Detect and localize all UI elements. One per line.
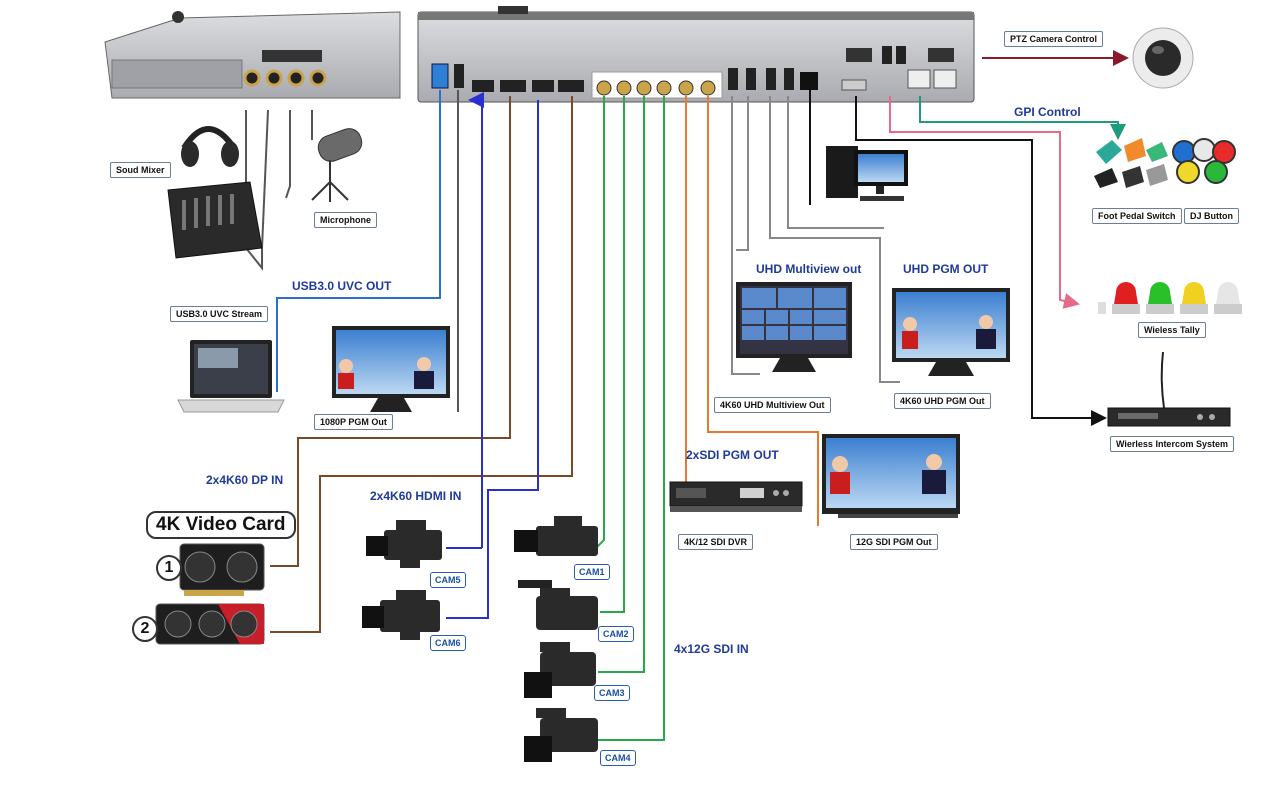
label-foot-pedal: Foot Pedal Switch	[1092, 208, 1182, 224]
usb-cable	[276, 90, 441, 392]
multiview-cable	[731, 96, 760, 375]
label-cam2: CAM2	[598, 626, 634, 642]
camera-5	[366, 520, 442, 568]
label-cam1: CAM1	[574, 564, 610, 580]
video-card-1	[179, 543, 265, 596]
camera-4	[524, 708, 598, 762]
label-multiview-title: UHD Multiview out	[756, 262, 862, 276]
gpi-cable	[919, 96, 1126, 140]
label-sound-mixer: Soud Mixer	[110, 162, 171, 178]
label-sdi-pgm: 2xSDI PGM OUT	[686, 448, 779, 462]
label-dj-button: DJ Button	[1184, 208, 1239, 224]
label-uhd-pgm-title: UHD PGM OUT	[903, 262, 989, 276]
monitor-1080p	[332, 326, 450, 412]
switcher-rear-panel	[417, 6, 975, 103]
label-tally: Wieless Tally	[1138, 322, 1206, 338]
sound-mixer	[167, 181, 263, 259]
cables	[245, 50, 1129, 741]
dj-buttons	[1172, 138, 1236, 184]
label-intercom: Wierless Intercom System	[1110, 436, 1234, 452]
label-dvr: 4K/12 SDI DVR	[678, 534, 754, 550]
label-sdi-in: 4x12G SDI IN	[674, 642, 749, 656]
switcher-side-view	[104, 11, 401, 99]
card-number-2: 2	[132, 616, 158, 642]
ptz-joystick	[1132, 27, 1194, 89]
monitor-uhd-pgm	[892, 288, 1010, 376]
label-cam6: CAM6	[430, 635, 466, 651]
label-12g-sdi-pgm: 12G SDI PGM Out	[850, 534, 938, 550]
sdi-dvr	[669, 481, 803, 512]
label-usb-out: USB3.0 UVC OUT	[292, 279, 392, 293]
headphones	[181, 126, 239, 167]
label-uhd-pgm-out: 4K60 UHD PGM Out	[894, 393, 991, 409]
camera-3	[524, 642, 596, 698]
uhd-pgm-cable	[769, 96, 900, 383]
foot-pedal-devices	[1094, 138, 1168, 188]
camera-6	[362, 590, 440, 640]
laptop	[177, 340, 285, 413]
label-usb-stream: USB3.0 UVC Stream	[170, 306, 269, 322]
desktop-pc	[826, 146, 908, 201]
monitor-multiview	[736, 282, 852, 372]
microphone-device	[311, 128, 363, 202]
sdi3-cable	[598, 96, 645, 673]
sdi4-cable	[598, 96, 665, 741]
label-multiview-out: 4K60 UHD Multiview Out	[714, 397, 831, 413]
sdi2-cable	[600, 96, 625, 613]
label-ptz: PTZ Camera Control	[1004, 31, 1104, 47]
label-video-card: 4K Video Card	[146, 511, 296, 539]
hdmi2-cable	[446, 100, 539, 619]
card-number-1: 1	[156, 555, 182, 581]
sdi-out2-cable	[707, 96, 819, 526]
camera-1	[514, 516, 598, 556]
tally-lights	[1098, 282, 1242, 314]
dp1-cable	[270, 96, 511, 567]
dp2-cable	[270, 96, 573, 633]
label-hdmi-in: 2x4K60 HDMI IN	[370, 489, 462, 503]
tally-cable	[889, 96, 1080, 309]
monitor-12g-sdi	[822, 434, 960, 518]
label-dp-in: 2x4K60 DP IN	[206, 473, 284, 487]
intercom-unit	[1107, 351, 1231, 427]
label-cam5: CAM5	[430, 572, 466, 588]
label-gpi: GPI Control	[1014, 105, 1081, 119]
label-cam3: CAM3	[594, 685, 630, 701]
label-cam4: CAM4	[600, 750, 636, 766]
video-card-2	[155, 603, 265, 645]
intercom-cable	[855, 96, 1107, 426]
sdi1-cable	[595, 96, 605, 549]
label-1080p-pgm: 1080P PGM Out	[314, 414, 393, 430]
camera-2	[518, 580, 598, 630]
label-microphone: Microphone	[314, 212, 377, 228]
